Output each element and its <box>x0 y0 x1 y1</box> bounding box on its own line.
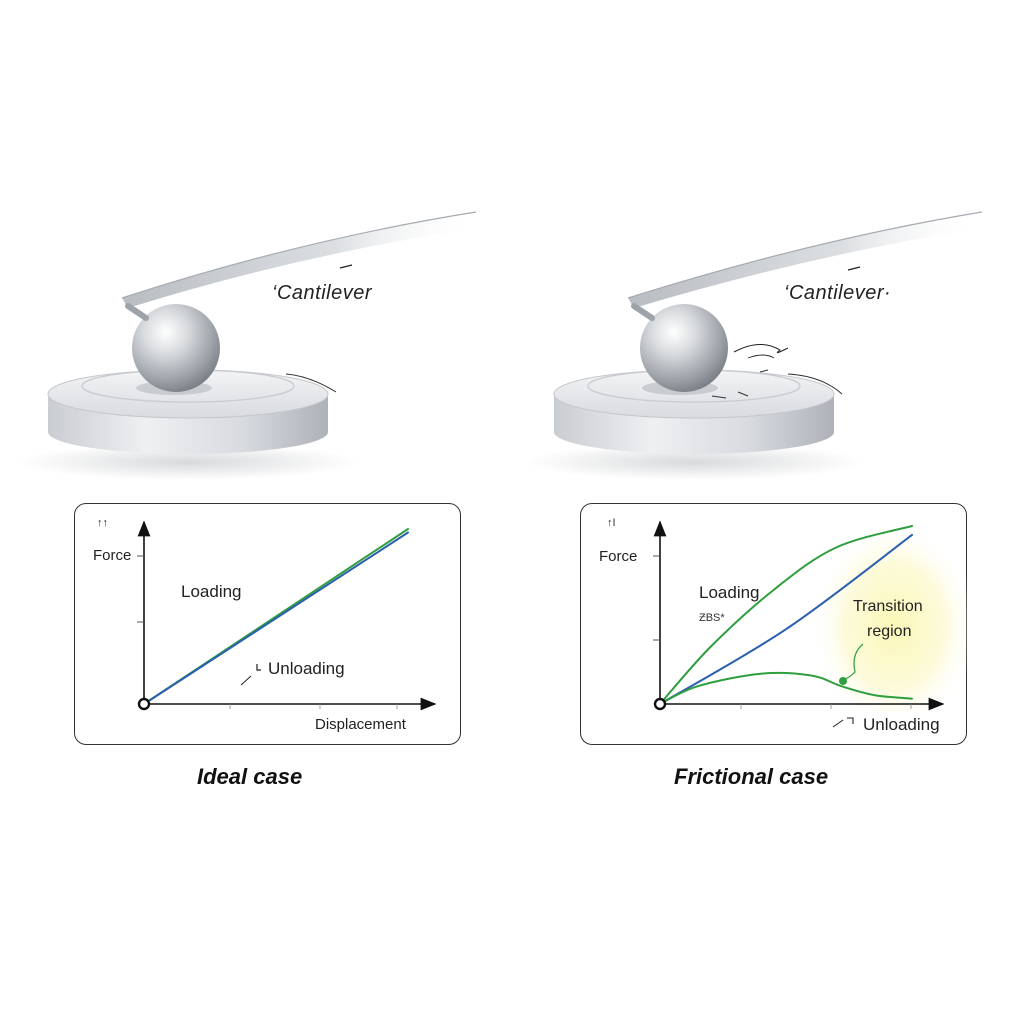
loading-label: Loading <box>181 582 242 601</box>
ideal-case-panel: ‘Cantilever ↑↑ Force Loading Unloading D… <box>18 211 478 789</box>
origin-marker <box>653 697 667 711</box>
indenter-sphere <box>132 304 220 395</box>
ideal-chart-svg: ↑↑ Force Loading Unloading Displacement <box>93 517 437 733</box>
y-axis-label: Force <box>93 547 131 564</box>
transition-point-marker <box>839 677 847 685</box>
transition-label-line2: region <box>867 623 911 640</box>
stray-mark: ƵBS* <box>699 612 725 624</box>
indenter-sphere <box>640 304 789 395</box>
frictional-case-chart: ↑I Force Loading ƵBS* Transition region … <box>580 503 968 745</box>
unloading-tick <box>847 717 854 724</box>
unloading-tick <box>256 664 261 671</box>
cantilever-label: ‘Cantilever <box>272 282 372 304</box>
sample-disc <box>524 369 864 480</box>
unloading-label: Unloading <box>863 715 940 734</box>
loading-label: Loading <box>699 583 760 602</box>
origin-marker <box>137 697 151 711</box>
unloading-curve <box>659 671 913 705</box>
transition-pointer <box>842 643 864 681</box>
ideal-case-title: Ideal case <box>197 764 303 789</box>
y-axis-tick-mark: ↑I <box>607 517 616 529</box>
cantilever-beam <box>627 211 984 321</box>
frictional-chart-svg: ↑I Force Loading ƵBS* Transition region … <box>599 517 968 734</box>
frictional-case-panel: ‘Cantilever· ↑I <box>512 0 1024 1024</box>
ideal-case-chart: ↑↑ Force Loading Unloading Displacement <box>74 503 461 745</box>
ideal-plot-area <box>143 528 409 705</box>
friction-mark <box>747 354 775 359</box>
sample-disc <box>18 369 358 480</box>
unloading-label: Unloading <box>268 659 345 678</box>
frictional-case-illustration <box>524 211 984 480</box>
unloading-pointer <box>832 719 844 728</box>
cantilever-label: ‘Cantilever· <box>784 282 892 304</box>
unloading-pointer <box>240 675 252 686</box>
unlabeled-1-curve <box>659 533 913 705</box>
ideal-case-illustration <box>18 211 478 480</box>
cantilever-beam <box>121 211 478 321</box>
friction-mark <box>733 344 789 354</box>
frictional-case-title: Frictional case <box>674 764 829 789</box>
loading-curve <box>659 525 913 705</box>
transition-label-line1: Transition <box>853 598 923 615</box>
y-axis-label: Force <box>599 548 637 565</box>
y-axis-tick-mark: ↑↑ <box>97 517 108 529</box>
frictional-plot-area <box>659 525 913 705</box>
x-axis-label: Displacement <box>315 716 407 733</box>
unloading-curve <box>143 531 409 705</box>
